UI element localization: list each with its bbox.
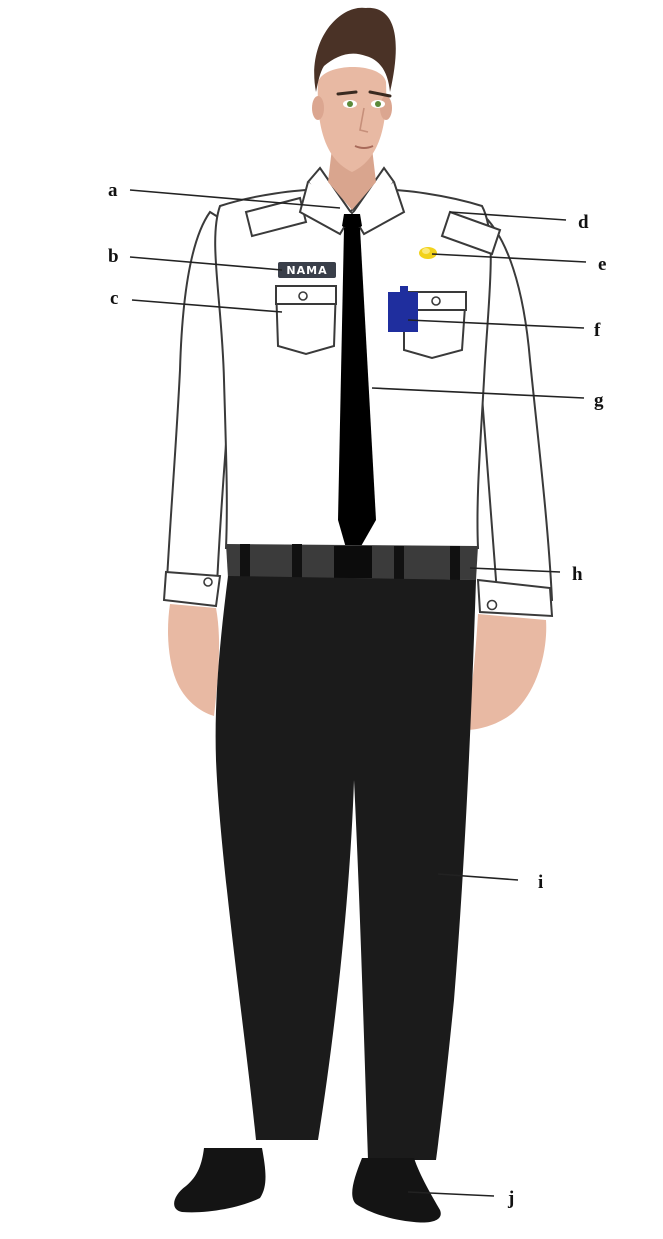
name-tag-text: NAMA bbox=[286, 264, 327, 277]
left-hand bbox=[168, 604, 219, 716]
left-shoe bbox=[174, 1148, 265, 1212]
callout-label-e: e bbox=[598, 254, 606, 275]
callout-label-b: b bbox=[108, 246, 119, 267]
right-hand bbox=[466, 614, 546, 730]
badge-pin bbox=[419, 247, 437, 259]
face bbox=[318, 67, 386, 172]
right-shoe bbox=[352, 1158, 441, 1223]
callout-label-d: d bbox=[578, 212, 589, 233]
callout-label-j: j bbox=[507, 1188, 514, 1209]
id-card bbox=[388, 286, 418, 332]
callout-label-g: g bbox=[594, 390, 604, 411]
callout-label-c: c bbox=[110, 288, 118, 309]
callout-label-i: i bbox=[538, 872, 543, 893]
callout-label-a: a bbox=[108, 180, 118, 201]
left-cuff bbox=[164, 572, 220, 606]
name-tag: NAMA bbox=[278, 262, 336, 278]
callout-label-h: h bbox=[572, 564, 583, 585]
shoes bbox=[174, 1148, 441, 1223]
trousers bbox=[216, 576, 476, 1160]
belt bbox=[226, 544, 478, 582]
callout-label-f: f bbox=[594, 320, 601, 341]
